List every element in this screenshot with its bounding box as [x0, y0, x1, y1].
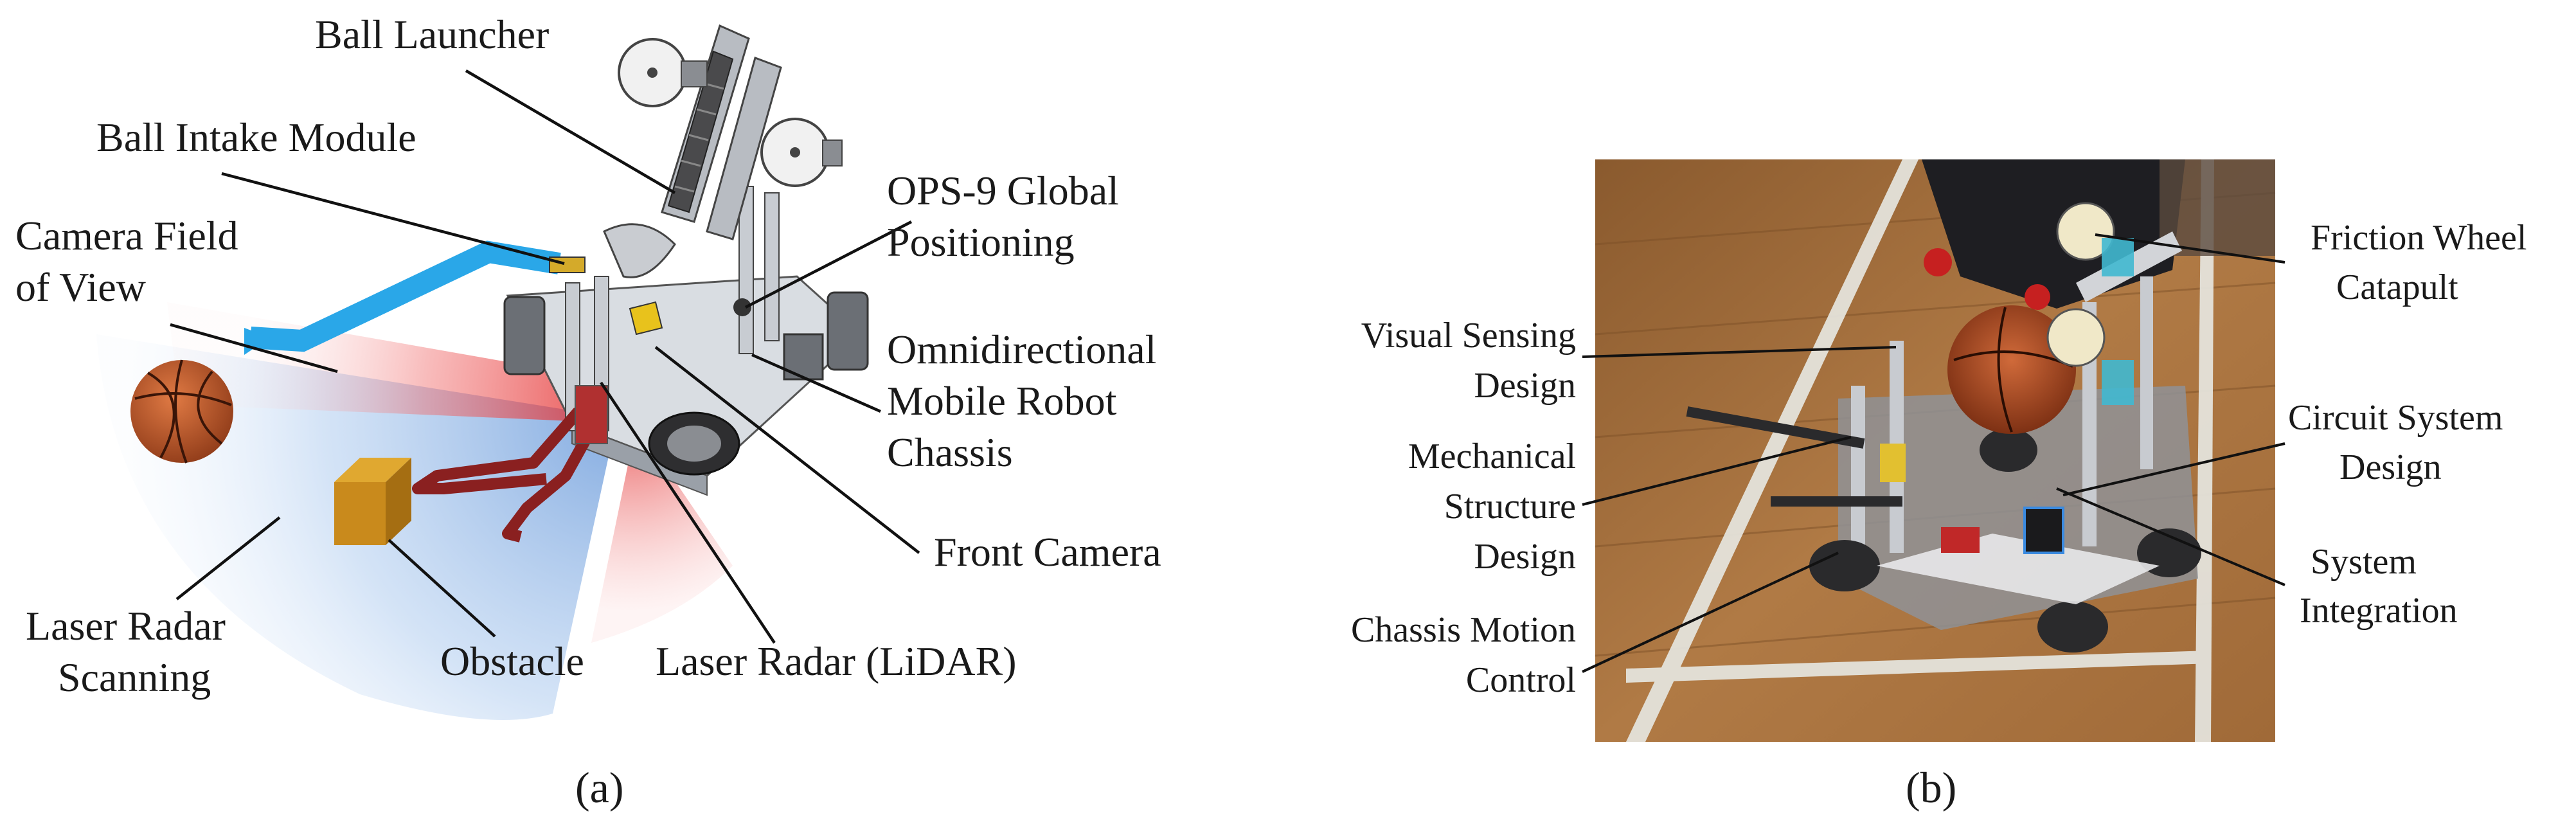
label-mechanical-line1: Mechanical	[1408, 437, 1576, 476]
label-visual-sensing-line2: Design	[1474, 366, 1576, 406]
leader-system-integration	[2056, 487, 2285, 586]
label-camera-fov-line2: of View	[15, 264, 146, 310]
label-friction-wheel-line1: Friction Wheel	[2311, 218, 2527, 258]
label-circuit-system-line2: Design	[2339, 447, 2442, 487]
label-system-integration-line1: System	[2311, 542, 2417, 582]
panel-b: Visual Sensing Design Mechanical Structu…	[1351, 159, 2527, 812]
panel-a: Ball Launcher Ball Intake Module Camera …	[15, 12, 1161, 812]
label-chassis-line1: Omnidirectional	[887, 327, 1156, 372]
label-chassis-line2: Mobile Robot	[887, 378, 1117, 424]
photo-basketball	[1947, 305, 2076, 434]
label-laser-scan-line2: Scanning	[58, 654, 211, 700]
caption-a: (a)	[575, 763, 623, 812]
label-chassis-line3: Chassis	[887, 429, 1013, 475]
robot-cad-model	[412, 24, 869, 543]
leader-lidar	[600, 381, 776, 644]
label-circuit-system-line1: Circuit System	[2288, 398, 2503, 438]
leader-chassis	[751, 353, 881, 413]
label-ops9-line2: Positioning	[887, 219, 1075, 265]
camera-fov-region-lower	[591, 424, 733, 643]
label-chassis-motion-line1: Chassis Motion	[1351, 610, 1576, 650]
path-arrow	[249, 240, 561, 352]
leader-ops9	[744, 221, 913, 309]
label-lidar: Laser Radar (LiDAR)	[656, 638, 1017, 684]
label-front-camera: Front Camera	[934, 529, 1161, 575]
leader-friction-wheel	[2095, 233, 2285, 264]
label-mechanical-line3: Design	[1474, 537, 1576, 577]
label-obstacle: Obstacle	[440, 638, 584, 684]
label-ball-launcher: Ball Launcher	[315, 12, 549, 57]
label-mechanical-line2: Structure	[1444, 487, 1576, 526]
label-laser-scan-line1: Laser Radar	[26, 603, 226, 649]
label-camera-fov-line1: Camera Field	[15, 213, 238, 258]
label-chassis-motion-line2: Control	[1466, 660, 1576, 700]
label-ops9-line1: OPS-9 Global	[887, 168, 1119, 213]
leader-chassis-motion	[1582, 552, 1839, 673]
leader-circuit-system	[2062, 442, 2285, 496]
basketball-icon	[130, 359, 233, 464]
leader-visual-sensing	[1582, 346, 1897, 358]
label-visual-sensing-line1: Visual Sensing	[1361, 316, 1576, 356]
leader-ball-launcher	[465, 69, 676, 194]
obstacle-cube-icon	[334, 458, 411, 545]
label-friction-wheel-line2: Catapult	[2336, 267, 2458, 307]
leader-camera-fov	[170, 323, 338, 374]
label-ball-intake: Ball Intake Module	[96, 114, 416, 160]
leader-front-camera	[654, 346, 920, 554]
label-system-integration-line2: Integration	[2300, 591, 2458, 631]
leader-laser-scan	[175, 516, 281, 600]
leader-ball-intake	[221, 172, 565, 266]
caption-b: (b)	[1906, 763, 1956, 812]
leader-mechanical	[1582, 436, 1852, 506]
leader-obstacle	[388, 539, 496, 638]
floor-tape	[1626, 159, 2214, 742]
